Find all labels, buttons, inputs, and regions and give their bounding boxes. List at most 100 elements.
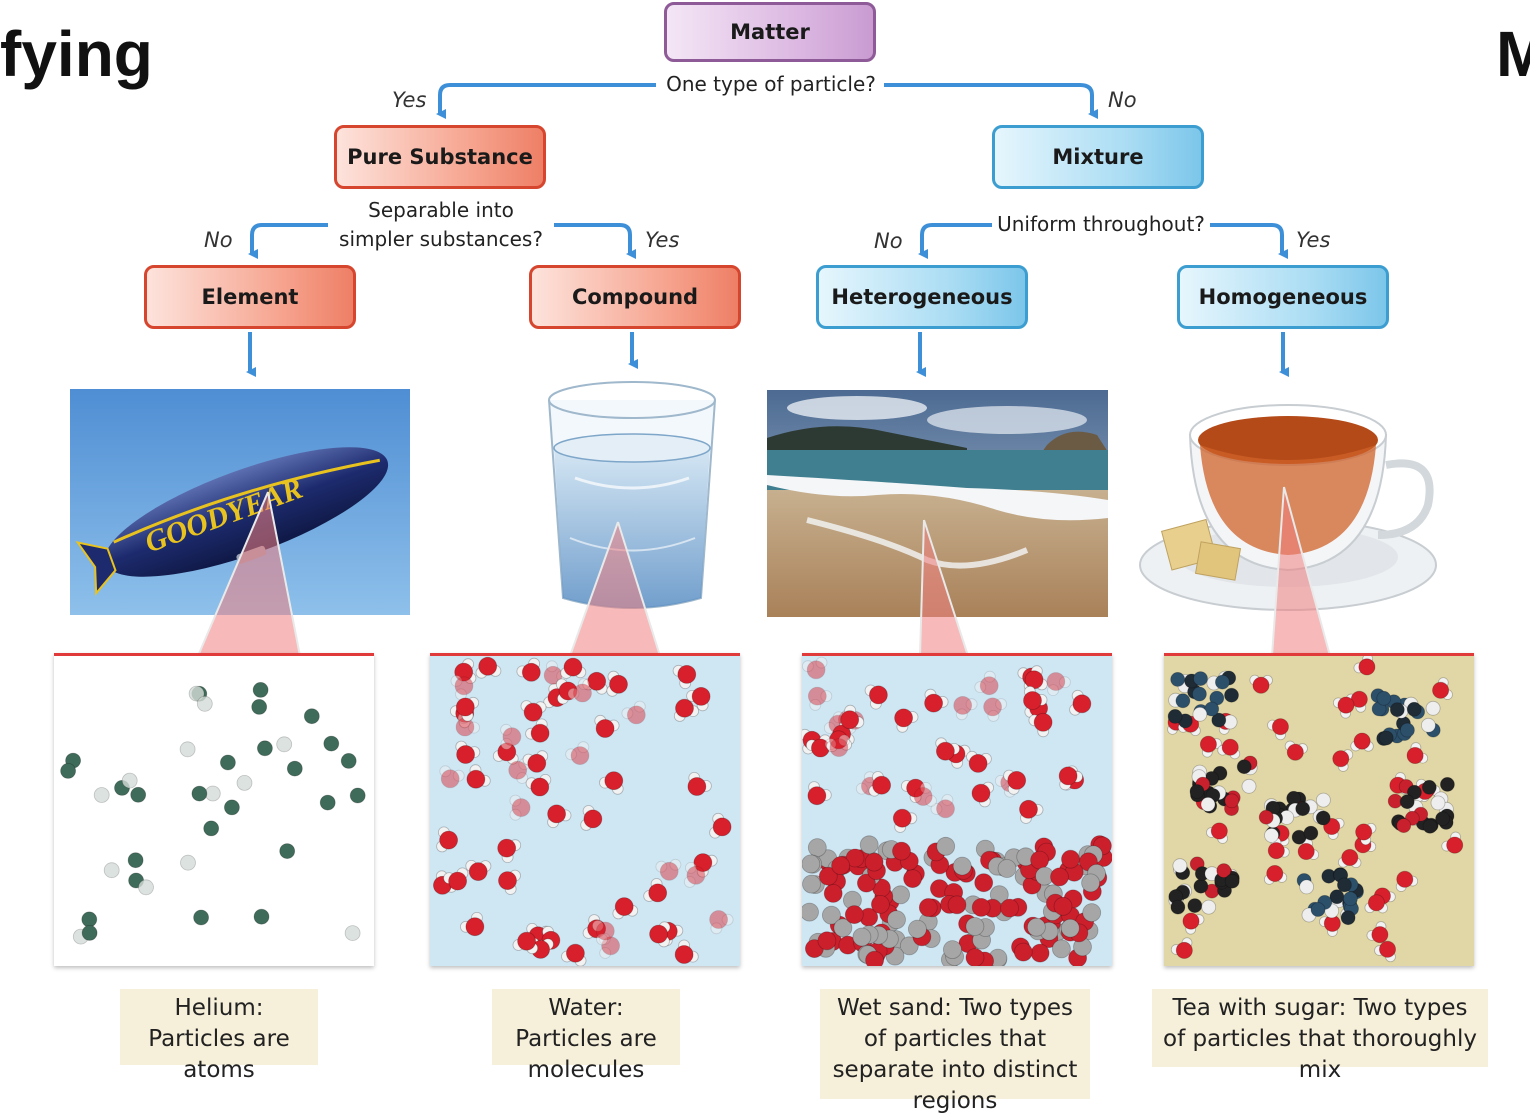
hydrogen-atom (500, 738, 513, 750)
hydrogen-atom (565, 748, 578, 761)
hydrogen-atom (855, 782, 868, 795)
oxygen-atom (508, 760, 528, 780)
sugar-molecule-atom (1211, 712, 1227, 728)
sugar-molecule-atom (1299, 879, 1315, 895)
sugar-molecule-atom (1396, 818, 1412, 834)
sand-particle-atom (844, 905, 864, 925)
sand-particle-atom (807, 838, 827, 858)
wet-sand-caption: Wet sand: Two types of particles that se… (820, 989, 1090, 1114)
sand-particle-atom (802, 854, 821, 874)
sand-particle-atom (997, 859, 1017, 878)
sand-particle-atom (817, 931, 837, 951)
sugar-molecule-atom (1204, 701, 1220, 717)
oxygen-atom (1406, 747, 1424, 765)
oxygen-atom (1221, 738, 1239, 756)
sand-particle-atom (831, 856, 850, 876)
tea-sugar-particles (1167, 656, 1464, 963)
oxygen-atom (454, 676, 474, 696)
helium-atom (130, 786, 147, 803)
heterogeneous-box: Heterogeneous (816, 265, 1028, 329)
sugar-molecule-atom (1295, 801, 1311, 817)
helium-atom (191, 785, 208, 802)
helium-caption: Helium: Particles are atoms (120, 989, 318, 1083)
hydrogen-atom (1058, 676, 1071, 689)
sand-particle-atom (1053, 896, 1073, 916)
tea-cup-photo (1139, 404, 1437, 611)
helium-atom (276, 736, 293, 753)
sugar-molecule-atom (1172, 858, 1188, 874)
hydrogen-atom (450, 675, 463, 687)
matter-box: Matter (664, 2, 876, 62)
oxygen-atom (1007, 771, 1027, 790)
hydrogen-atom (621, 707, 634, 720)
oxygen-atom (1297, 842, 1315, 860)
sugar-molecule-atom (1224, 873, 1240, 889)
oxygen-atom (558, 681, 578, 701)
oxygen-atom (497, 742, 517, 762)
sand-particle-atom (947, 895, 967, 915)
helium-atom (193, 909, 210, 926)
hydrogen-atom (987, 710, 1000, 722)
oxygen-atom (829, 738, 849, 757)
helium-atom (93, 787, 110, 803)
hydrogen-atom (591, 919, 604, 932)
tea-sugar-caption: Tea with sugar: Two types of particles t… (1152, 989, 1488, 1083)
water-caption: Water: Particles are molecules (492, 989, 680, 1083)
hydrogen-atom (955, 708, 968, 721)
helium-atom (236, 775, 253, 791)
root-yes-label: Yes (392, 88, 427, 112)
oxygen-atom (807, 786, 827, 806)
compound-box: Compound (529, 265, 741, 329)
sugar-molecule-atom (1376, 690, 1392, 706)
hydrogen-atom (599, 947, 612, 959)
oxygen-atom (1371, 926, 1389, 944)
helium-atom (252, 682, 269, 698)
helium-atom (340, 753, 357, 769)
oxygen-atom (527, 753, 547, 773)
oxygen-atom (829, 730, 848, 750)
oxygen-atom (595, 921, 615, 941)
helium-atom (81, 911, 98, 928)
oxygen-atom (1210, 822, 1228, 840)
oxygen-atom (1355, 823, 1373, 841)
sand-particle-atom (802, 902, 819, 922)
sand-particle-atom (845, 848, 865, 868)
oxygen-atom (659, 861, 679, 881)
sugar-molecule-atom (1224, 687, 1239, 703)
sand-particle-atom (965, 917, 985, 936)
hydrogen-atom (669, 858, 682, 871)
oxygen-atom (465, 917, 485, 937)
pure-no-label: No (204, 228, 233, 252)
oxygen-atom (687, 777, 707, 796)
oxygen-atom (1024, 670, 1044, 690)
slide-title-left-fragment: fying (0, 18, 153, 90)
hydrogen-atom (919, 781, 932, 794)
oxygen-atom (595, 719, 615, 738)
sugar-molecule-atom (1315, 792, 1331, 808)
sugar-molecule-atom (1422, 818, 1438, 834)
helium-atom (121, 772, 138, 789)
helium-atom (204, 785, 221, 802)
root-no-label: No (1108, 88, 1137, 112)
sugar-molecule-atom (1336, 877, 1352, 893)
mixture-yes-label: Yes (1296, 228, 1331, 252)
helium-atom (279, 843, 296, 860)
oxygen-atom (953, 696, 973, 715)
oxygen-atom (1199, 735, 1217, 753)
hydrogen-atom (930, 803, 943, 815)
helium-atoms (60, 682, 366, 945)
oxygen-atom (1353, 732, 1371, 750)
sugar-molecule-atom (1258, 809, 1274, 825)
helium-atom (344, 925, 361, 942)
hydrogen-atom (655, 860, 668, 873)
oxygen-atom (1432, 681, 1450, 699)
wet-sand-particles (802, 656, 1112, 966)
oxygen-atom (573, 683, 592, 703)
sugar-molecule-atom (1303, 825, 1319, 841)
sand-particle-atom (1082, 903, 1102, 923)
sand-particle-atom (1013, 942, 1033, 962)
sugar-molecule-atom (1435, 811, 1451, 827)
sugar-molecule-atom (1378, 730, 1394, 746)
hydrogen-atom (802, 660, 814, 673)
sand-particle-atom (952, 856, 972, 876)
